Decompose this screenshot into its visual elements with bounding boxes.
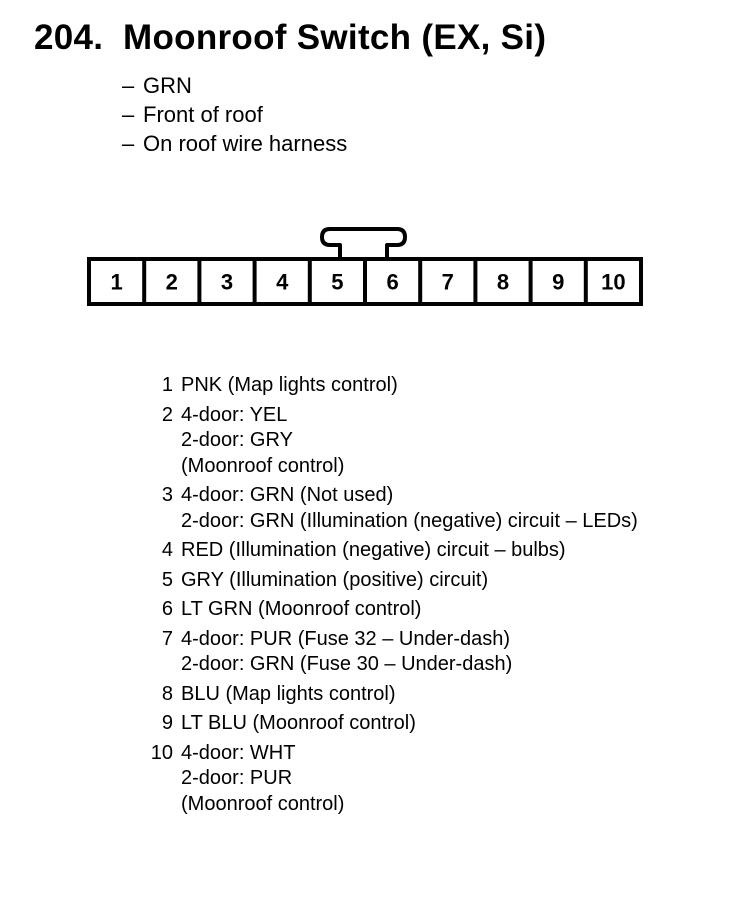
pin-label: 6	[386, 270, 398, 295]
pin-description-line: 4-door: WHT	[181, 741, 296, 764]
pin-label: 7	[442, 270, 454, 295]
pin-description: 4-door: GRN (Not used) 2-door: GRN (Illu…	[181, 483, 638, 534]
pin-description: LT BLU (Moonroof control)	[181, 711, 416, 737]
pin-label: 4	[276, 270, 289, 295]
pin-number: 4	[161, 539, 173, 561]
pin-description-line: (Moonroof control)	[181, 792, 345, 815]
pin-number: 1	[161, 374, 173, 396]
pin-row-1: 1 PNK (Map lights control)	[140, 373, 638, 399]
pin-description: GRY (Illumination (positive) circuit)	[181, 568, 488, 594]
pin-number: 5	[161, 568, 173, 591]
pin-description-line: LT BLU (Moonroof control)	[181, 712, 416, 734]
pin-number: 7	[161, 627, 173, 650]
pin-description-line: BLU (Map lights control)	[181, 682, 396, 705]
info-harness: –On roof wire harness	[122, 129, 347, 158]
connector-pins: 1 2 3 4 5 6 7 8 9 10	[110, 259, 626, 304]
pin-row-8: 8 BLU (Map lights control)	[140, 682, 638, 708]
pin-label: 3	[221, 270, 233, 295]
pin-row-4: 4 RED (Illumination (negative) circuit –…	[140, 538, 638, 564]
pin-row-7: 7 4-door: PUR (Fuse 32 – Under-dash) 2-d…	[140, 627, 638, 678]
connector-info-list: –GRN –Front of roof –On roof wire harnes…	[122, 71, 347, 158]
pin-label: 5	[331, 270, 343, 295]
pin-number: 8	[161, 682, 173, 705]
pin-description-line: 4-door: GRN (Not used)	[181, 484, 394, 506]
pin-description-line: 2-door: GRY	[181, 429, 293, 451]
pin-description: 4-door: WHT 2-door: PUR (Moonroof contro…	[181, 741, 344, 818]
info-color-text: GRN	[143, 73, 192, 98]
pin-description: 4-door: YEL 2-door: GRY (Moonroof contro…	[181, 403, 344, 480]
pin-row-2: 2 4-door: YEL 2-door: GRY (Moonroof cont…	[140, 403, 638, 480]
section-number: 204.	[34, 18, 104, 57]
info-dash: –	[122, 131, 135, 156]
pin-description-line: 2-door: GRN (Illumination (negative) cir…	[181, 509, 638, 532]
pin-number: 6	[161, 598, 173, 620]
pin-description-line: 2-door: GRN (Fuse 30 – Under-dash)	[181, 653, 513, 675]
pin-description-line: GRY (Illumination (positive) circuit)	[181, 568, 489, 591]
pin-label: 1	[110, 270, 122, 295]
info-dash: –	[122, 102, 135, 127]
pin-description: PNK (Map lights control)	[181, 373, 398, 399]
pin-label: 2	[166, 270, 178, 295]
connector-lock-tab	[320, 227, 407, 260]
pin-row-6: 6 LT GRN (Moonroof control)	[140, 597, 638, 623]
pin-row-9: 9 LT BLU (Moonroof control)	[140, 711, 638, 737]
pin-description-line: 2-door: PUR	[181, 767, 293, 789]
connector-diagram: 1 2 3 4 5 6 7 8 9 10	[87, 227, 643, 306]
pin-number: 10	[150, 741, 173, 764]
pin-row-3: 3 4-door: GRN (Not used) 2-door: GRN (Il…	[140, 483, 638, 534]
info-color: –GRN	[122, 71, 347, 100]
pin-number: 3	[161, 484, 173, 506]
page-title: Moonroof Switch (EX, Si)	[123, 18, 547, 57]
pin-description-line: 4-door: PUR (Fuse 32 – Under-dash)	[181, 627, 511, 650]
pin-label: 10	[601, 270, 625, 295]
pin-description: 4-door: PUR (Fuse 32 – Under-dash) 2-doo…	[181, 627, 512, 678]
pin-description-line: (Moonroof control)	[181, 454, 345, 477]
info-location: –Front of roof	[122, 100, 347, 129]
info-dash: –	[122, 73, 135, 98]
pin-label: 9	[552, 270, 564, 295]
pin-description-line: PNK (Map lights control)	[181, 374, 398, 396]
pin-row-10: 10 4-door: WHT 2-door: PUR (Moonroof con…	[140, 741, 638, 818]
info-harness-text: On roof wire harness	[143, 131, 348, 156]
pin-description: RED (Illumination (negative) circuit – b…	[181, 538, 566, 564]
pin-number: 9	[161, 712, 173, 734]
pin-number: 2	[161, 403, 173, 426]
pin-label: 8	[497, 270, 509, 295]
pin-assignment-list: 1 PNK (Map lights control) 2 4-door: YEL…	[140, 373, 638, 821]
pin-description-line: 4-door: YEL	[181, 403, 288, 426]
pin-description: BLU (Map lights control)	[181, 682, 396, 708]
pin-description-line: LT GRN (Moonroof control)	[181, 598, 422, 620]
pin-description: LT GRN (Moonroof control)	[181, 597, 421, 623]
info-location-text: Front of roof	[143, 102, 263, 127]
pin-description-line: RED (Illumination (negative) circuit – b…	[181, 539, 566, 561]
pin-row-5: 5 GRY (Illumination (positive) circuit)	[140, 568, 638, 594]
